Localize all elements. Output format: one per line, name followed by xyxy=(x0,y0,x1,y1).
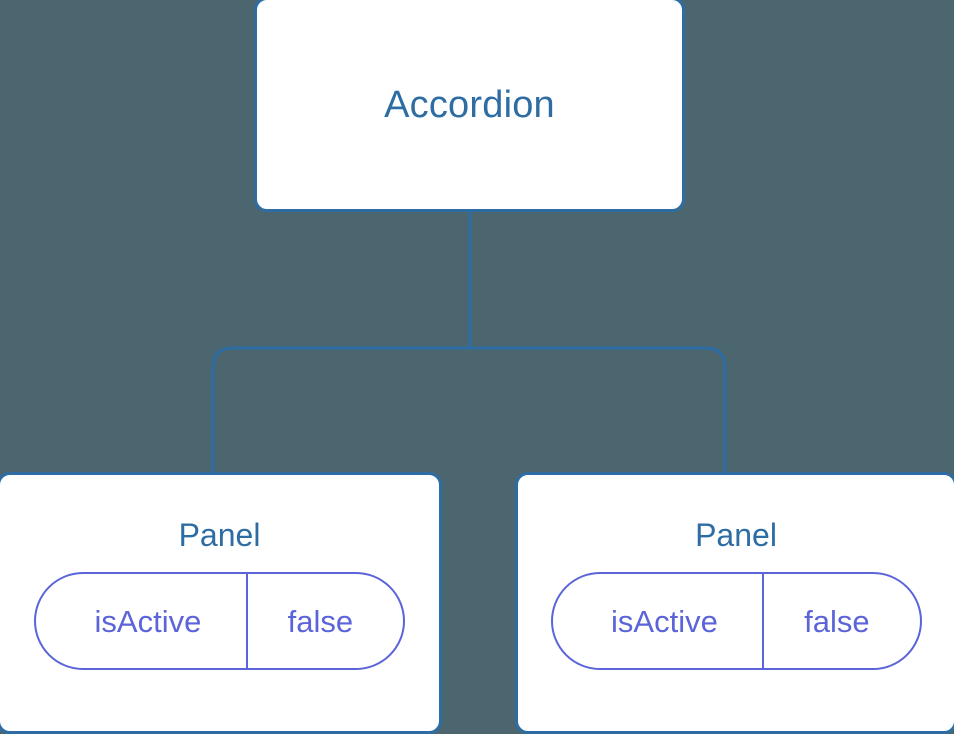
node-panel-1-label: Panel xyxy=(695,517,777,553)
node-panel-0-prop-isactive[interactable]: isActive false xyxy=(34,572,405,670)
edge-accordion-to-panel-1 xyxy=(470,346,727,474)
node-panel-1-prop-value: false xyxy=(804,603,870,639)
node-panel-0-prop-key: isActive xyxy=(36,574,248,668)
edge-accordion-to-panel-0 xyxy=(211,211,472,474)
node-accordion[interactable]: Accordion xyxy=(254,0,685,212)
node-panel-0[interactable]: Panel isActive false xyxy=(0,472,442,734)
node-panel-1-prop-key: isActive xyxy=(553,574,765,668)
node-accordion-label: Accordion xyxy=(384,83,555,126)
node-panel-0-label: Panel xyxy=(178,517,261,553)
node-panel-1[interactable]: Panel isActive false xyxy=(515,472,954,734)
node-panel-0-prop-value: false xyxy=(287,603,354,639)
node-panel-1-prop-isactive[interactable]: isActive false xyxy=(550,572,922,670)
